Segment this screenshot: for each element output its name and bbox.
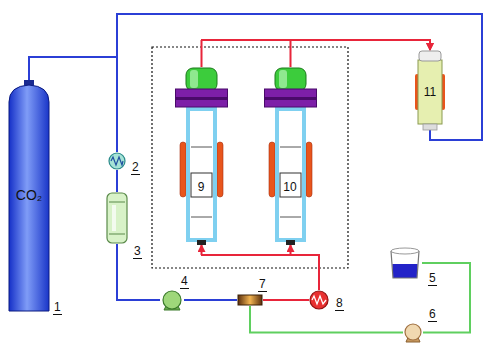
filter-column: 3 (106, 192, 128, 244)
cosolvent-beaker: 5 (388, 246, 422, 280)
separator-vessel: 11 (415, 50, 445, 130)
extraction-vessel: 9 (175, 67, 228, 245)
preheater-shape (309, 290, 329, 310)
extraction-vessel: 10 (264, 67, 317, 245)
pipe-line (263, 299, 309, 301)
callout-number: 3 (133, 244, 142, 259)
pipe-line (184, 299, 237, 301)
pipe-line (201, 40, 430, 67)
filter-column-shape (106, 192, 128, 244)
pipe-line (290, 40, 430, 67)
extraction-vessel-shape (264, 67, 317, 245)
co2-pump-shape (160, 289, 184, 311)
co2-pump: 4 (160, 289, 184, 311)
heat-exchanger: 2 (108, 152, 126, 170)
dashed-enclosure (152, 47, 348, 268)
extraction-vessel-shape (175, 67, 228, 245)
gas-cylinder: CO₂1 (8, 80, 50, 312)
pipe-line (290, 245, 319, 290)
cosolvent-beaker-shape (388, 246, 422, 280)
callout-number: 8 (335, 296, 344, 311)
mixer-shape (237, 294, 263, 306)
callout-number: 6 (428, 307, 437, 322)
heat-exchanger-shape (108, 152, 126, 170)
callout-number: 1 (53, 300, 62, 315)
pipe-line (422, 263, 470, 333)
pipe-line (117, 244, 160, 300)
callout-number: 4 (180, 274, 189, 289)
cosolvent-pump: 6 (403, 322, 423, 343)
vessel-number: 9 (198, 180, 205, 194)
callout-number: 7 (258, 277, 267, 292)
cosolvent-pump-shape (403, 322, 423, 343)
preheater: 8 (309, 290, 329, 310)
cylinder-label: CO₂ (16, 188, 42, 202)
callout-number: 2 (131, 160, 140, 175)
pipe-line (250, 306, 403, 333)
vessel-number: 10 (283, 180, 296, 194)
callout-number: 5 (428, 271, 437, 286)
vessel-number: 11 (424, 85, 436, 99)
pipe-line (116, 170, 118, 192)
mixer: 7 (237, 294, 263, 306)
